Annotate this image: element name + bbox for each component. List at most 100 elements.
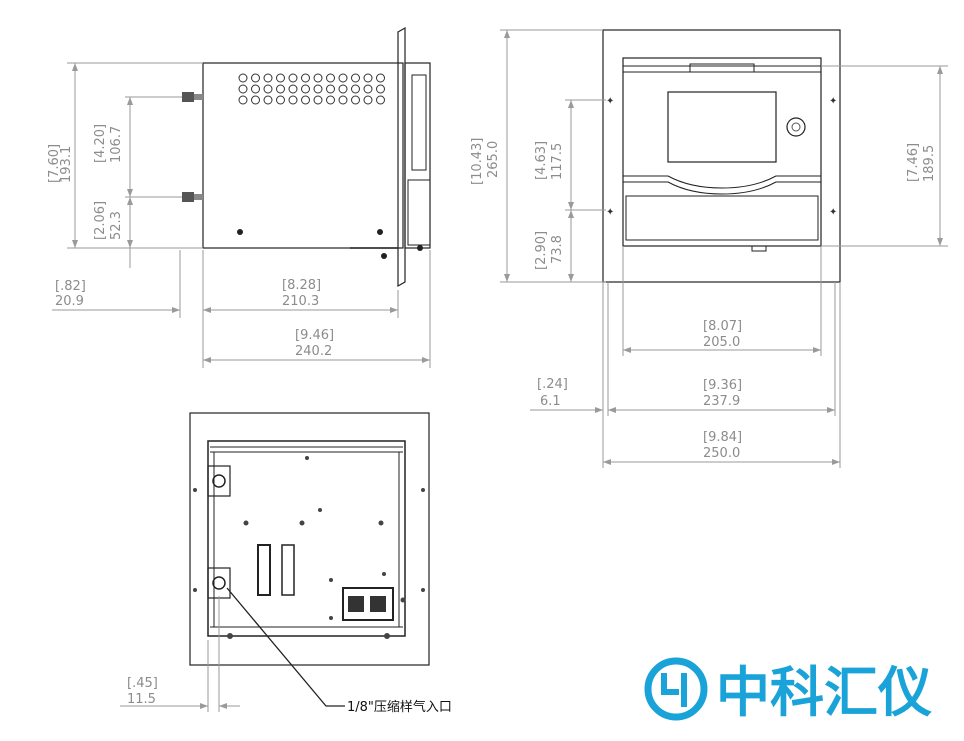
vent-hole — [326, 95, 335, 105]
dimension-arrowhead — [127, 197, 133, 205]
dimension-arrowhead — [72, 63, 78, 71]
dimension-arrowhead — [937, 66, 943, 74]
vent-hole — [238, 95, 248, 105]
dimension-arrowhead — [200, 703, 208, 709]
vent-hole — [376, 84, 385, 94]
vent-hole — [288, 73, 298, 83]
vent-hole — [326, 84, 335, 94]
vent-hole — [351, 73, 360, 83]
vent-hole — [301, 84, 310, 94]
dim-body-height: [7.46] — [906, 143, 921, 182]
dimension-arrowhead — [568, 202, 574, 210]
dimension-arrowhead — [813, 347, 821, 353]
svg-text:✦: ✦ — [829, 96, 837, 107]
front-display — [667, 91, 777, 163]
logo-ring-icon — [644, 657, 708, 721]
dim-side-body-mm: 210.3 — [282, 294, 319, 309]
vent-hole — [301, 95, 310, 105]
dim-side-body: [8.28] — [282, 278, 321, 293]
vent-hole — [338, 73, 348, 83]
dimension-arrowhead — [127, 189, 133, 197]
vent-hole — [288, 84, 298, 94]
dim-mount-width-mm: 237.9 — [703, 394, 740, 409]
side-lower-bezel — [407, 179, 431, 246]
vent-hole — [363, 95, 373, 105]
vent-hole — [288, 95, 298, 105]
dim-body-width: [8.07] — [703, 319, 742, 334]
vent-hole — [276, 95, 285, 105]
dim-fitting-mm: 20.9 — [55, 294, 84, 309]
dimension-arrowhead — [827, 407, 835, 413]
side-handle — [411, 74, 427, 171]
side-fitting-upper — [182, 92, 203, 102]
dimension-arrowhead — [504, 274, 510, 282]
rear-outlet-fitting — [207, 465, 231, 497]
dim-mount-width: [9.36] — [703, 378, 742, 393]
dimension-arrowhead — [390, 307, 398, 313]
company-logo: 中科汇仪 — [644, 657, 932, 724]
dimension-arrowhead — [203, 357, 211, 363]
vent-hole — [363, 73, 373, 83]
dim-front-upper: [4.63] — [534, 141, 549, 180]
vent-hole — [313, 84, 323, 94]
vent-hole — [263, 95, 273, 105]
dimension-arrowhead — [603, 459, 611, 465]
vent-hole — [263, 73, 273, 83]
rear-power-inlet — [342, 587, 394, 621]
dim-body-width-mm: 205.0 — [703, 335, 740, 350]
front-panel — [602, 29, 841, 283]
dim-side-total: [9.46] — [295, 328, 334, 343]
side-flange — [397, 26, 406, 288]
dim-panel-width-mm: 250.0 — [703, 446, 740, 461]
dim-offset: [.24] — [537, 377, 568, 392]
dim-front-lower: [2.90] — [534, 231, 549, 270]
dimension-arrowhead — [623, 347, 631, 353]
dim-side-height-mm: 193.1 — [59, 146, 74, 183]
dim-front-upper-mm: 117.5 — [550, 143, 565, 180]
dimension-arrowhead — [504, 30, 510, 38]
vent-hole — [276, 84, 285, 94]
rear-inlet-fitting — [207, 567, 231, 599]
vent-hole — [363, 84, 373, 94]
front-body — [622, 57, 822, 247]
dim-body-height-mm: 189.5 — [922, 145, 937, 182]
dimension-arrows — [72, 30, 943, 709]
vent-hole — [251, 73, 260, 83]
pressure-gauge-icon — [786, 117, 806, 137]
svg-text:✦: ✦ — [606, 207, 614, 218]
side-body — [202, 62, 404, 249]
dim-panel-height-mm: 265.0 — [486, 141, 501, 178]
dim-offset-mm: 6.1 — [540, 394, 561, 409]
rear-connector-left — [257, 544, 271, 596]
vent-hole — [313, 73, 323, 83]
svg-text:✦: ✦ — [829, 207, 837, 218]
rear-body — [207, 440, 406, 637]
dim-port-spacing-mm: 106.7 — [109, 126, 124, 163]
vent-hole — [238, 84, 248, 94]
logo-text: 中科汇仪 — [716, 661, 932, 724]
dimension-arrowhead — [595, 407, 603, 413]
vent-hole — [326, 73, 335, 83]
dimension-arrowhead — [568, 210, 574, 218]
front-top-handle — [689, 63, 755, 73]
vent-hole — [238, 73, 248, 83]
dim-panel-height: [10.43] — [470, 138, 485, 185]
vent-hole — [351, 95, 360, 105]
logo-mark-icon — [661, 673, 687, 707]
dim-inlet-mm: 11.5 — [127, 692, 156, 707]
vent-hole — [338, 84, 348, 94]
side-vent-holes — [238, 73, 385, 105]
rear-view: 1/8"压缩样气入口 [.45] 11.5 — [120, 412, 452, 715]
rear-panel — [189, 412, 430, 666]
dim-port-spacing: [4.20] — [93, 124, 108, 163]
rear-terminal-block — [281, 544, 295, 596]
vent-hole — [376, 73, 385, 83]
dimension-arrowhead — [127, 97, 133, 105]
dim-front-lower-mm: 73.8 — [550, 235, 565, 264]
vent-hole — [351, 84, 360, 94]
vent-hole — [251, 95, 260, 105]
dim-side-height: [7.60] — [47, 144, 62, 183]
dim-port-bottom-mm: 52.3 — [109, 211, 124, 240]
front-drawer — [625, 195, 819, 241]
